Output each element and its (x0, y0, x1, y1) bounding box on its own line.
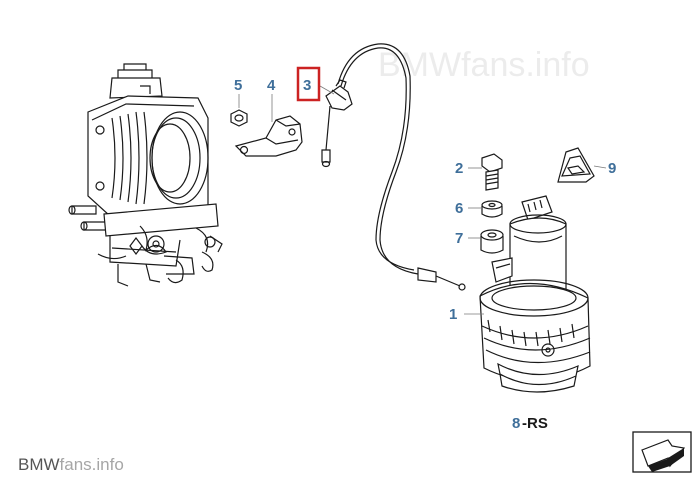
part-label-8-suffix: -RS (522, 415, 548, 432)
part-label-3[interactable]: 3 (303, 77, 311, 94)
bracket-part-4-drawing (234, 115, 303, 157)
part-label-6[interactable]: 6 (455, 200, 463, 217)
accelerator-cable-part-3-drawing (321, 43, 466, 291)
part-label-8[interactable]: 8 -RS (512, 415, 548, 432)
watermark: BMWfans.info (378, 46, 590, 84)
part-label-3-selected[interactable]: 3 (296, 66, 321, 102)
part-label-9[interactable]: 9 (608, 160, 616, 177)
part-label-7[interactable]: 7 (455, 230, 463, 247)
part-label-2[interactable]: 2 (455, 160, 463, 177)
cap-part-6-drawing (481, 200, 503, 218)
actuator-part-8-drawing (479, 195, 591, 393)
bushing-part-7-drawing (480, 229, 504, 254)
bolt-part-2-drawing (481, 153, 503, 191)
throttle-body-drawing (68, 63, 223, 287)
footer-logo: BMWfans.info (18, 455, 124, 474)
part-label-5[interactable]: 5 (234, 77, 242, 94)
footer-logo-domain: fans.info (60, 455, 124, 474)
leader-lines (238, 85, 607, 315)
part-label-4[interactable]: 4 (267, 77, 276, 94)
selection-highlight-box (296, 66, 321, 102)
part-label-8-number: 8 (512, 415, 520, 432)
nut-part-5-drawing (230, 109, 248, 127)
part-label-1[interactable]: 1 (449, 306, 457, 323)
next-page-arrow-icon[interactable] (632, 431, 692, 473)
warning-label-part-9-drawing (557, 147, 595, 183)
